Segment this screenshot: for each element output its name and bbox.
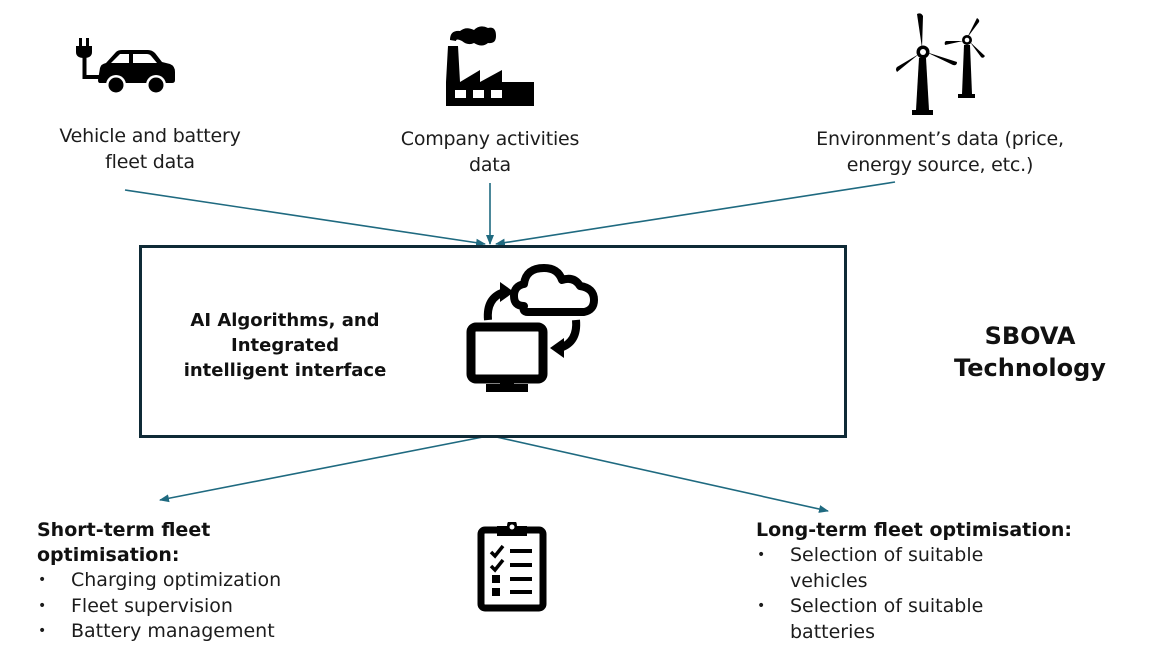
bullet-icon: •: [38, 597, 47, 614]
short-term-item-text: Charging optimization: [71, 569, 282, 591]
long-term-item-line1: Selection of suitable: [790, 544, 984, 566]
vehicle-data-label-line1: Vehicle and battery: [59, 125, 241, 147]
company-data-label-line1: Company activities: [400, 128, 580, 150]
short-term-optimisation: Short-term fleet optimisation: • Charging…: [37, 518, 357, 645]
arrow-vehicle-to-core: [124, 189, 486, 247]
environment-data-label-line1: Environment’s data (price,: [816, 128, 1064, 150]
core-title-line3: intelligent interface: [183, 360, 387, 381]
computer-cloud-sync-icon: [466, 262, 598, 392]
bullet-icon: •: [757, 547, 766, 563]
long-term-item-line1: Selection of suitable: [790, 595, 984, 617]
clipboard-checklist-icon: [477, 522, 547, 612]
short-term-title: Short-term fleet optimisation:: [37, 518, 357, 568]
short-term-item: • Charging optimization: [37, 568, 357, 594]
wind-turbine-icon: [895, 12, 987, 116]
environment-data-label-line2: energy source, etc.): [846, 154, 1034, 176]
long-term-title: Long-term fleet optimisation:: [756, 519, 1072, 541]
arrow-core-to-short-term: [159, 435, 489, 503]
technology-label-line2: Technology: [954, 354, 1106, 382]
short-term-item-text: Battery management: [71, 620, 275, 642]
technology-label: SBOVA Technology: [940, 320, 1120, 384]
long-term-item-line2: vehicles: [790, 569, 868, 592]
short-term-title-line1: Short-term fleet: [37, 519, 211, 541]
factory-icon: [446, 24, 534, 106]
core-title: AI Algorithms, and Integrated intelligen…: [170, 308, 400, 383]
company-data-label-line2: data: [469, 154, 511, 176]
technology-label-line1: SBOVA: [984, 322, 1076, 350]
short-term-item: • Fleet supervision: [37, 594, 357, 620]
bullet-icon: •: [38, 623, 47, 639]
arrow-core-to-long-term: [491, 435, 829, 513]
short-term-list: • Charging optimization • Fleet supervisio…: [37, 568, 357, 645]
bullet-icon: •: [757, 598, 766, 614]
long-term-optimisation: Long-term fleet optimisation: • Selectio…: [756, 518, 1116, 645]
long-term-item: • Selection of suitable batteries: [756, 594, 1116, 645]
short-term-item: • Battery management: [37, 619, 357, 645]
short-term-title-line2: optimisation:: [37, 544, 180, 566]
electric-car-icon: [74, 38, 176, 98]
core-processing-box: [139, 245, 847, 438]
vehicle-data-label: Vehicle and battery fleet data: [30, 123, 270, 175]
long-term-item-line2: batteries: [790, 620, 875, 643]
core-title-line2: Integrated: [231, 335, 339, 356]
core-title-line1: AI Algorithms, and: [190, 310, 380, 331]
short-term-item-text: Fleet supervision: [71, 594, 233, 617]
bullet-icon: •: [38, 572, 47, 588]
environment-data-label: Environment’s data (price, energy source…: [795, 126, 1085, 178]
long-term-list: • Selection of suitable vehicles • Selec…: [756, 543, 1116, 645]
long-term-item: • Selection of suitable vehicles: [756, 543, 1116, 594]
vehicle-data-label-line2: fleet data: [105, 151, 195, 173]
company-data-label: Company activities data: [370, 126, 610, 178]
arrow-environment-to-core: [495, 181, 896, 247]
